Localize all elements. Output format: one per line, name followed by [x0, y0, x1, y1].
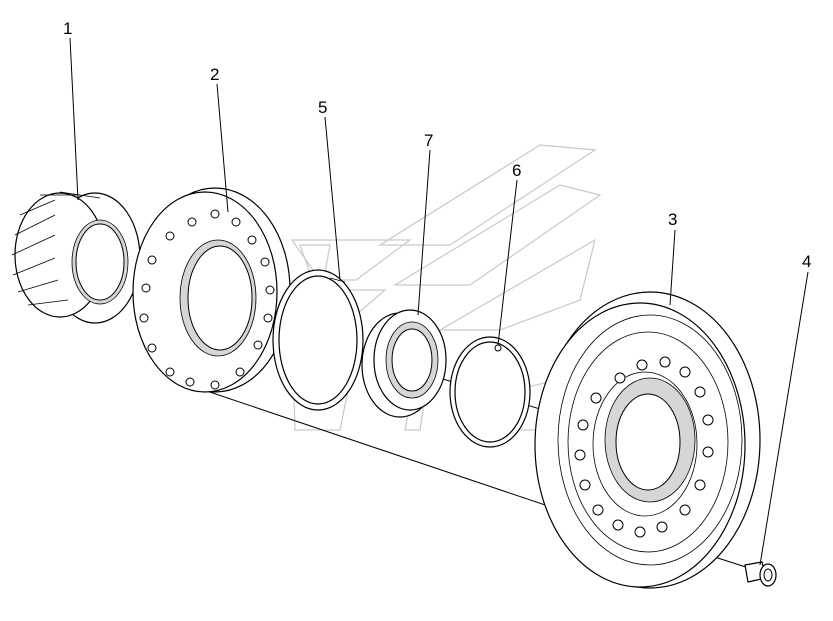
- callout-label-1: 1: [63, 19, 72, 38]
- flange-part-2: [132, 187, 291, 393]
- callout-label-7: 7: [424, 131, 433, 150]
- pin-part-4: [744, 561, 777, 587]
- leader-lines: [69, 37, 809, 566]
- callout-label-6: 6: [512, 161, 521, 180]
- circlip-part-6: [449, 336, 531, 448]
- callout-label-2: 2: [210, 65, 219, 84]
- callout-label-5: 5: [318, 98, 327, 117]
- callout-label-3: 3: [668, 210, 677, 229]
- callout-label-4: 4: [802, 252, 811, 271]
- bearing-part-7: [361, 309, 447, 418]
- spline-gear-part-1: [11, 191, 141, 324]
- large-gear-part-3: [534, 291, 761, 589]
- snap-ring-part-5: [272, 269, 364, 411]
